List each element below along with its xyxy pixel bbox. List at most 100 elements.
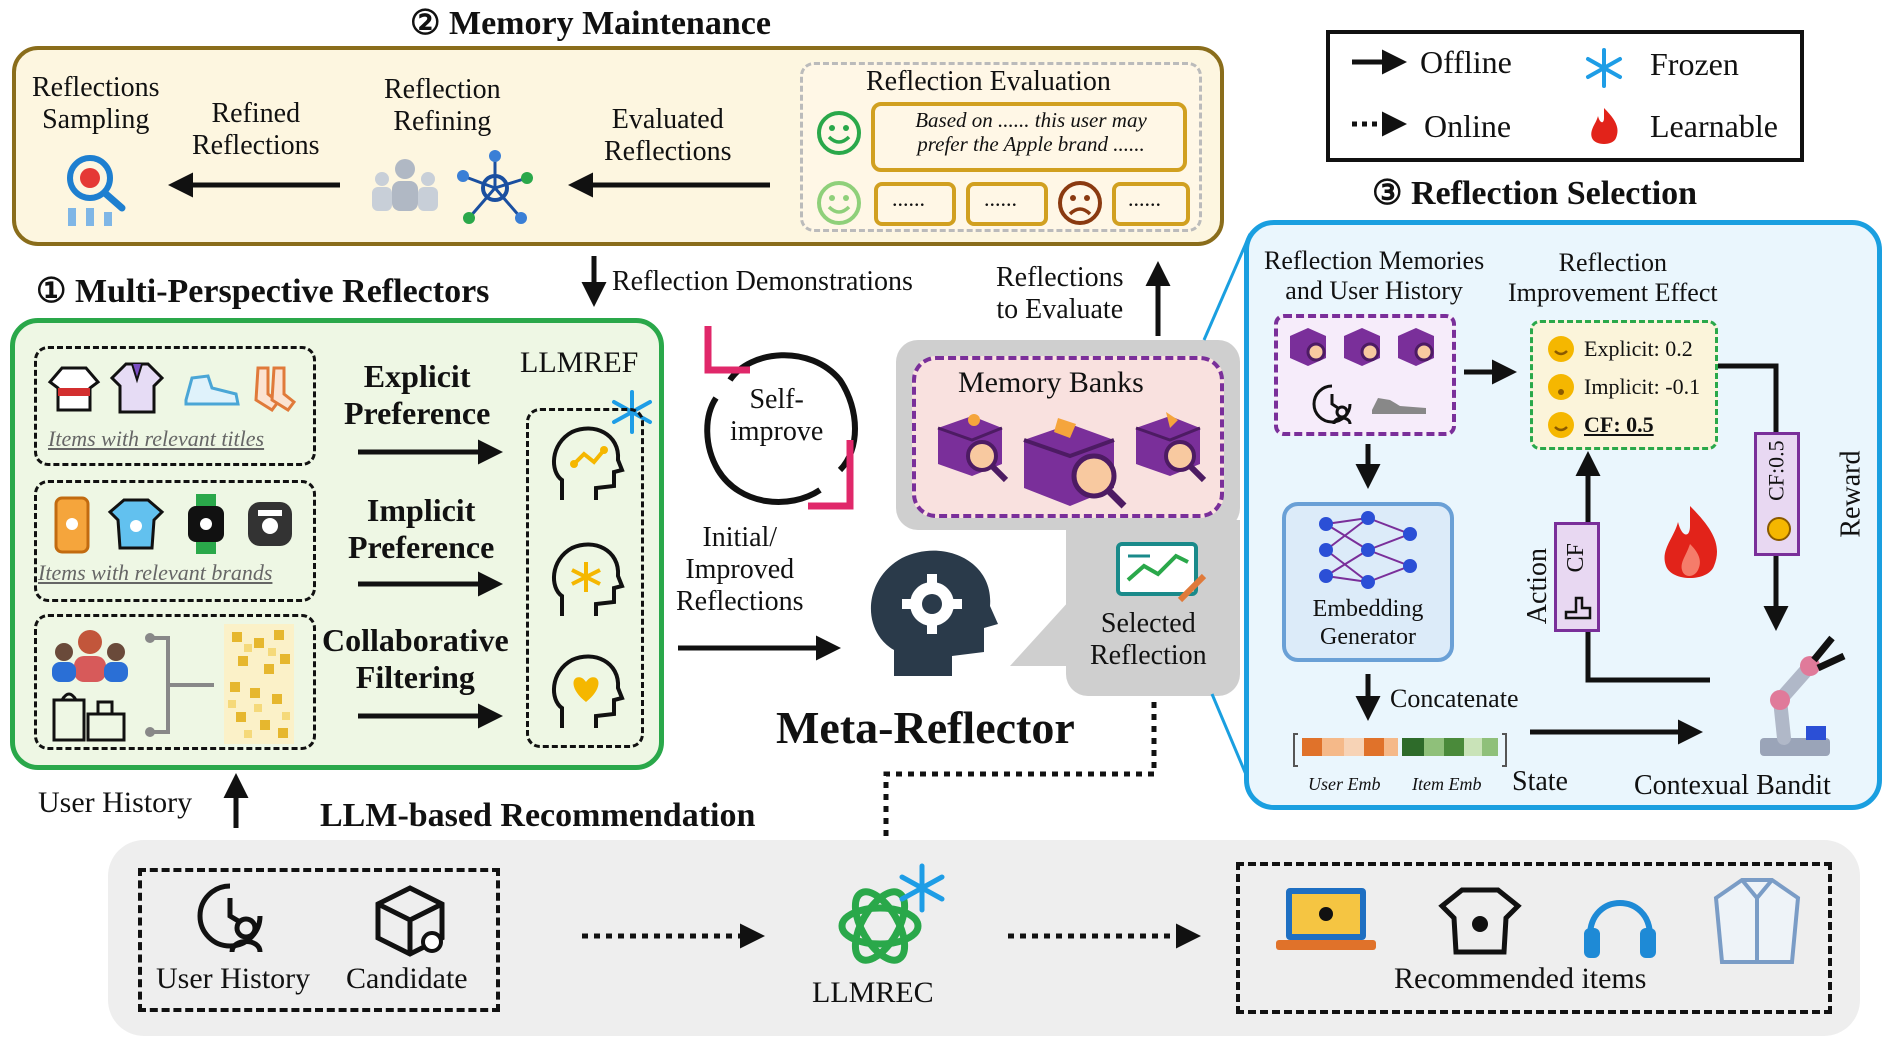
reward-label: Reward: [1835, 450, 1867, 538]
evaluation-quote-box: [871, 102, 1187, 172]
memory-box-icon: [937, 414, 1009, 483]
online-arrow-icon: [1352, 111, 1407, 137]
titles-caption: Items with relevant titles: [48, 426, 265, 451]
explicit-preference-label: Explicit Preference: [344, 358, 491, 431]
inputs-box: [138, 868, 500, 1012]
improvement-effect-label: Reflection Improvement Effect: [1508, 248, 1718, 307]
cf-effect: CF: 0.5: [1584, 412, 1654, 437]
memory-box-icon: [1398, 328, 1434, 366]
arrow-implicit: [358, 571, 503, 597]
network-icon: [457, 150, 533, 224]
user-history-label: User History: [156, 962, 311, 995]
smile-icon: [1548, 336, 1574, 362]
arrow-sampling: [168, 172, 340, 198]
arrow-state-to-bandit: [1530, 719, 1703, 745]
self-improve-label: Self- improve: [730, 384, 824, 448]
tshirt-icon: [1438, 887, 1522, 955]
history-icon: [1312, 384, 1352, 425]
search-people-icon: [67, 155, 126, 226]
reflection-refining-label: Reflection Refining: [384, 74, 501, 138]
zoom-connector: [1202, 233, 1252, 785]
memory-box-icon: [1135, 412, 1207, 483]
hand-icon: [1564, 596, 1592, 620]
arrow-user-history-up: [223, 773, 249, 828]
sneaker-icon: [1372, 398, 1426, 414]
openai-icon: [838, 888, 922, 964]
recommendation-title: LLM-based Recommendation: [320, 797, 756, 834]
flame-icon: [1591, 108, 1618, 144]
evaluation-dots-box: [874, 182, 956, 226]
meta-reflector-label: Meta-Reflector: [776, 702, 1075, 753]
bracket-connector: [145, 633, 214, 737]
coin-icon: [1767, 517, 1791, 541]
evaluation-dots-box: [1112, 182, 1190, 226]
smile-icon: [1548, 412, 1574, 438]
users-icon: [52, 630, 128, 682]
brands-items-box: [34, 480, 316, 602]
state-label: State: [1512, 766, 1568, 797]
phone-case-icon: [248, 502, 292, 546]
socks-icon: [254, 366, 297, 413]
candidate-box-icon: [375, 885, 445, 957]
robot-arm-icon: [1760, 635, 1846, 756]
arrow-memories-to-effect: [1464, 359, 1517, 385]
brands-caption: Items with relevant brands: [38, 560, 273, 585]
sneaker-icon: [184, 374, 240, 406]
reward-cf-label: CF:0.5: [1763, 440, 1789, 501]
smile-icon: [817, 111, 861, 155]
head-icon: [551, 654, 625, 728]
selected-reflection-label: Selected Reflection: [1090, 608, 1207, 672]
reflections-to-evaluate-label: Reflections to Evaluate: [996, 262, 1124, 326]
embedding-generator-label: Embedding Generator: [1312, 596, 1424, 650]
chart-icon: [1116, 542, 1207, 603]
evaluation-dots-text: ......: [984, 186, 1017, 211]
offline-arrow-icon: [1352, 49, 1407, 75]
frown-icon: [1058, 181, 1102, 225]
memory-title: ② Memory Maintenance: [410, 5, 771, 42]
neural-net-icon: [1319, 511, 1417, 589]
collab-items-box: [34, 614, 316, 750]
shopping-bags-icon: [52, 692, 126, 742]
tshirt-icon: [107, 498, 165, 550]
arrow-llmrec-to-items: [1008, 923, 1201, 949]
smile-icon: [817, 181, 861, 225]
arrow-initial: [678, 635, 841, 661]
action-cf-box: [1554, 522, 1600, 632]
collaborative-filtering-label: Collaborative Filtering: [322, 622, 509, 695]
item-emb-label: Item Emb: [1412, 774, 1482, 794]
reflections-sampling-label: Reflections Sampling: [32, 72, 160, 136]
sweater-icon: [47, 366, 101, 412]
arrow-demonstrations: [581, 256, 607, 307]
legend-box: [1326, 30, 1804, 162]
shirt-icon: [109, 362, 165, 414]
team-icon: [372, 159, 438, 211]
concatenate-label: Concatenate: [1390, 684, 1519, 713]
evaluation-dots-text: ......: [1128, 186, 1161, 211]
headphones-icon: [1584, 900, 1656, 958]
evaluation-dots-box: [966, 182, 1048, 226]
self-improve-loop: [704, 326, 858, 510]
explicit-effect: Explicit: 0.2: [1584, 336, 1693, 361]
watch-icon: [188, 494, 224, 554]
evaluated-reflections-label: Evaluated Reflections: [604, 104, 732, 168]
memory-box-icon: [1290, 328, 1326, 366]
action-cf-label: CF: [1562, 543, 1589, 573]
arrow-explicit: [358, 439, 503, 465]
reflection-demonstrations-label: Reflection Demonstrations: [612, 266, 913, 297]
evaluation-quote-text: Based on ...... this user may prefer the…: [915, 108, 1147, 157]
arrow-memories-to-embedding: [1355, 444, 1381, 489]
reflection-evaluation-title: Reflection Evaluation: [866, 66, 1111, 97]
llmref-label: LLMREF: [520, 346, 639, 379]
memory-box-icon: [1023, 418, 1127, 509]
legend-online: Online: [1424, 108, 1512, 144]
history-icon: [197, 883, 263, 953]
laptop-icon: [1276, 888, 1376, 950]
implicit-preference-label: Implicit Preference: [348, 492, 495, 565]
arrow-refining: [568, 172, 770, 198]
recommended-items-box: [1236, 862, 1832, 1014]
gear-head-icon: [870, 550, 998, 676]
action-label: Action: [1522, 547, 1554, 625]
arrow-to-evaluate: [1145, 261, 1171, 336]
memory-banks-label: Memory Banks: [958, 366, 1144, 399]
user-history-up-label: User History: [38, 786, 193, 819]
